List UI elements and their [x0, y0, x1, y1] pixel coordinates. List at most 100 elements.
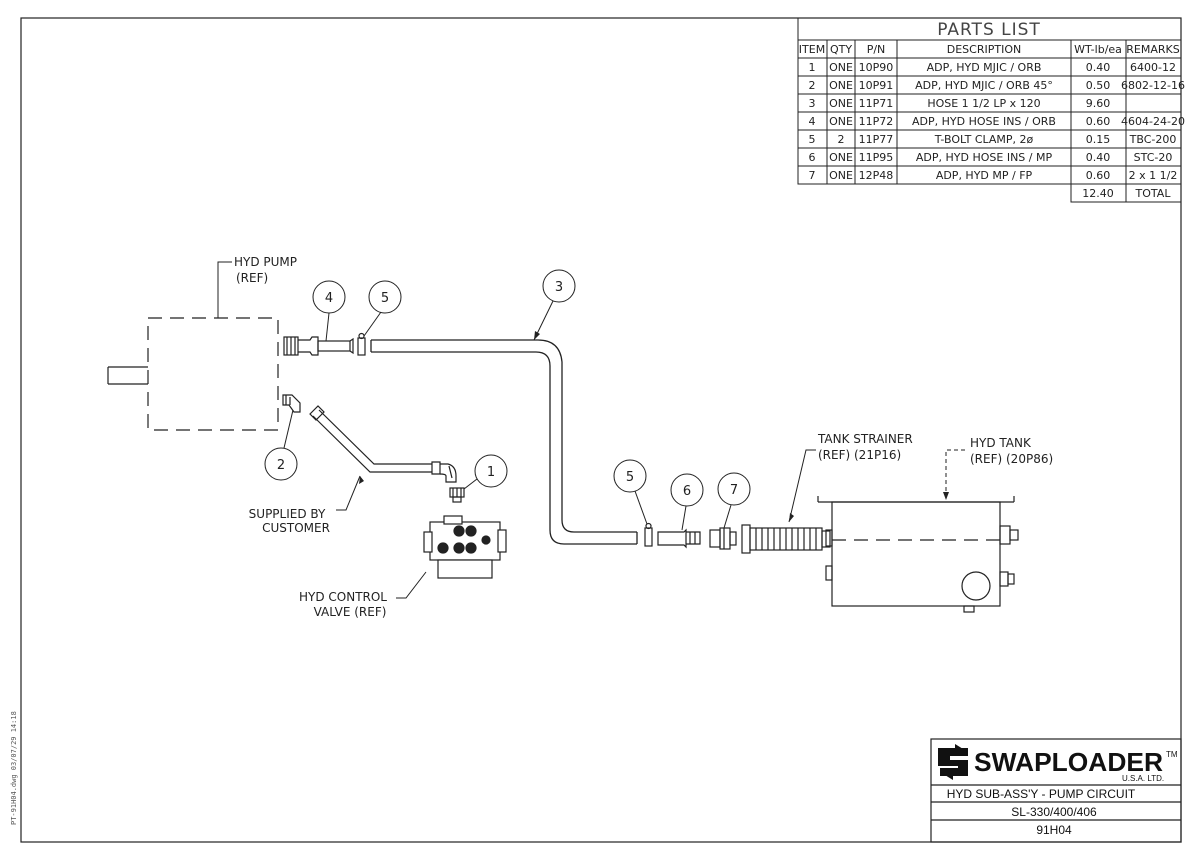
strainer-label-1: TANK STRAINER [817, 432, 913, 446]
parts-cell-description: ADP, HYD HOSE INS / ORB [912, 115, 1056, 128]
header-qty: QTY [830, 43, 852, 56]
strainer-leader [788, 449, 816, 523]
header-item: ITEM [799, 43, 825, 56]
hyd-pump [107, 317, 279, 431]
logo-sub: U.S.A. LTD. [1122, 774, 1164, 783]
header-pn: P/N [867, 43, 886, 56]
clamp-item-5-tank-side [644, 522, 653, 547]
parts-cell-remarks: 6802-12-16 [1121, 79, 1185, 92]
header-description: DESCRIPTION [947, 43, 1021, 56]
parts-cell-pn: 12P48 [859, 169, 894, 182]
parts-cell-description: T-BOLT CLAMP, 2ø [934, 133, 1034, 146]
balloon-5-lower: 5 [613, 459, 648, 525]
header-weight: WT-lb/ea [1074, 43, 1122, 56]
parts-cell-remarks: 4604-24-20 [1121, 115, 1185, 128]
svg-text:6: 6 [683, 484, 691, 499]
fitting-item-4 [283, 336, 354, 356]
balloon-1: 1 [463, 454, 508, 490]
svg-text:5: 5 [626, 470, 634, 485]
hyd-tank [817, 496, 1019, 613]
parts-cell-qty: ONE [829, 169, 853, 182]
supplied-by-label-1: SUPPLIED BY [249, 507, 326, 521]
parts-list-header: ITEM QTY P/N DESCRIPTION WT-lb/ea REMARK… [799, 43, 1180, 56]
parts-cell-weight: 0.60 [1086, 115, 1111, 128]
parts-cell-weight: 9.60 [1086, 97, 1111, 110]
parts-cell-pn: 11P95 [859, 151, 894, 164]
parts-cell-pn: 10P90 [859, 61, 894, 74]
parts-cell-weight: 0.15 [1086, 133, 1111, 146]
parts-cell-qty: ONE [829, 151, 853, 164]
parts-cell-description: ADP, HYD MJIC / ORB [927, 61, 1042, 74]
parts-list-table [797, 17, 1182, 203]
tank-leader [945, 449, 968, 498]
parts-cell-description: HOSE 1 1/2 LP x 120 [927, 97, 1040, 110]
parts-cell-item: 1 [809, 61, 816, 74]
parts-cell-weight: 0.60 [1086, 169, 1111, 182]
svg-text:2: 2 [277, 458, 285, 473]
parts-list-title: PARTS LIST [937, 20, 1041, 40]
svg-text:5: 5 [381, 291, 389, 306]
hyd-pump-label-2: (REF) [236, 271, 268, 285]
balloon-7: 7 [717, 472, 751, 529]
swaploader-logo-mark [938, 744, 968, 780]
clamp-item-5-pump-side [357, 332, 366, 356]
fitting-item-2 [282, 394, 301, 413]
parts-cell-item: 7 [809, 169, 816, 182]
valve-label-1: HYD CONTROL [299, 590, 387, 604]
parts-cell-remarks: TBC-200 [1129, 133, 1177, 146]
strainer-label-2: (REF) (21P16) [818, 448, 901, 462]
tank-label-2: (REF) (20P86) [970, 452, 1053, 466]
fitting-item-7 [709, 527, 737, 550]
svg-text:3: 3 [555, 280, 563, 295]
header-remarks: REMARKS [1126, 43, 1179, 56]
svg-text:7: 7 [730, 483, 738, 498]
fitting-item-6 [657, 528, 701, 549]
drawing-models: SL-330/400/406 [1011, 805, 1097, 819]
drawing-number: 91H04 [1036, 823, 1072, 837]
hyd-control-valve [423, 515, 507, 579]
parts-cell-qty: ONE [829, 79, 853, 92]
parts-cell-qty: 2 [838, 133, 845, 146]
logo-tm: TM [1166, 750, 1178, 759]
balloon-2: 2 [264, 409, 298, 481]
hyd-pump-label-1: HYD PUMP [234, 255, 297, 269]
parts-cell-item: 6 [809, 151, 816, 164]
parts-cell-pn: 11P71 [859, 97, 894, 110]
tank-arrowhead [943, 492, 949, 500]
strainer-arrowhead [789, 513, 794, 522]
title-block [930, 738, 1182, 843]
valve-leader [396, 571, 427, 599]
parts-cell-remarks: STC-20 [1134, 151, 1173, 164]
parts-cell-pn: 10P91 [859, 79, 894, 92]
parts-cell-remarks: 2 x 1 1/2 [1129, 169, 1178, 182]
customer-hose [309, 405, 457, 483]
valve-label-2: VALVE (REF) [314, 605, 387, 619]
parts-cell-qty: ONE [829, 61, 853, 74]
balloon-5-upper: 5 [363, 280, 402, 337]
parts-cell-item: 3 [809, 97, 816, 110]
balloon-6: 6 [670, 473, 704, 531]
fitting-item-1 [449, 487, 465, 503]
hose-item-3 [370, 339, 638, 545]
parts-cell-qty: ONE [829, 115, 853, 128]
supplied-by-label-2: CUSTOMER [262, 521, 330, 535]
parts-cell-item: 2 [809, 79, 816, 92]
balloon-3: 3 [533, 269, 576, 341]
parts-cell-qty: ONE [829, 97, 853, 110]
parts-cell-description: ADP, HYD MJIC / ORB 45° [915, 79, 1053, 92]
customer-arrowhead [359, 476, 364, 484]
drawing-title: HYD SUB-ASS'Y - PUMP CIRCUIT [947, 787, 1136, 801]
parts-cell-item: 5 [809, 133, 816, 146]
parts-cell-item: 4 [809, 115, 816, 128]
svg-text:4: 4 [325, 291, 333, 306]
parts-cell-weight: 0.40 [1086, 151, 1111, 164]
hyd-pump-leader [217, 261, 232, 318]
